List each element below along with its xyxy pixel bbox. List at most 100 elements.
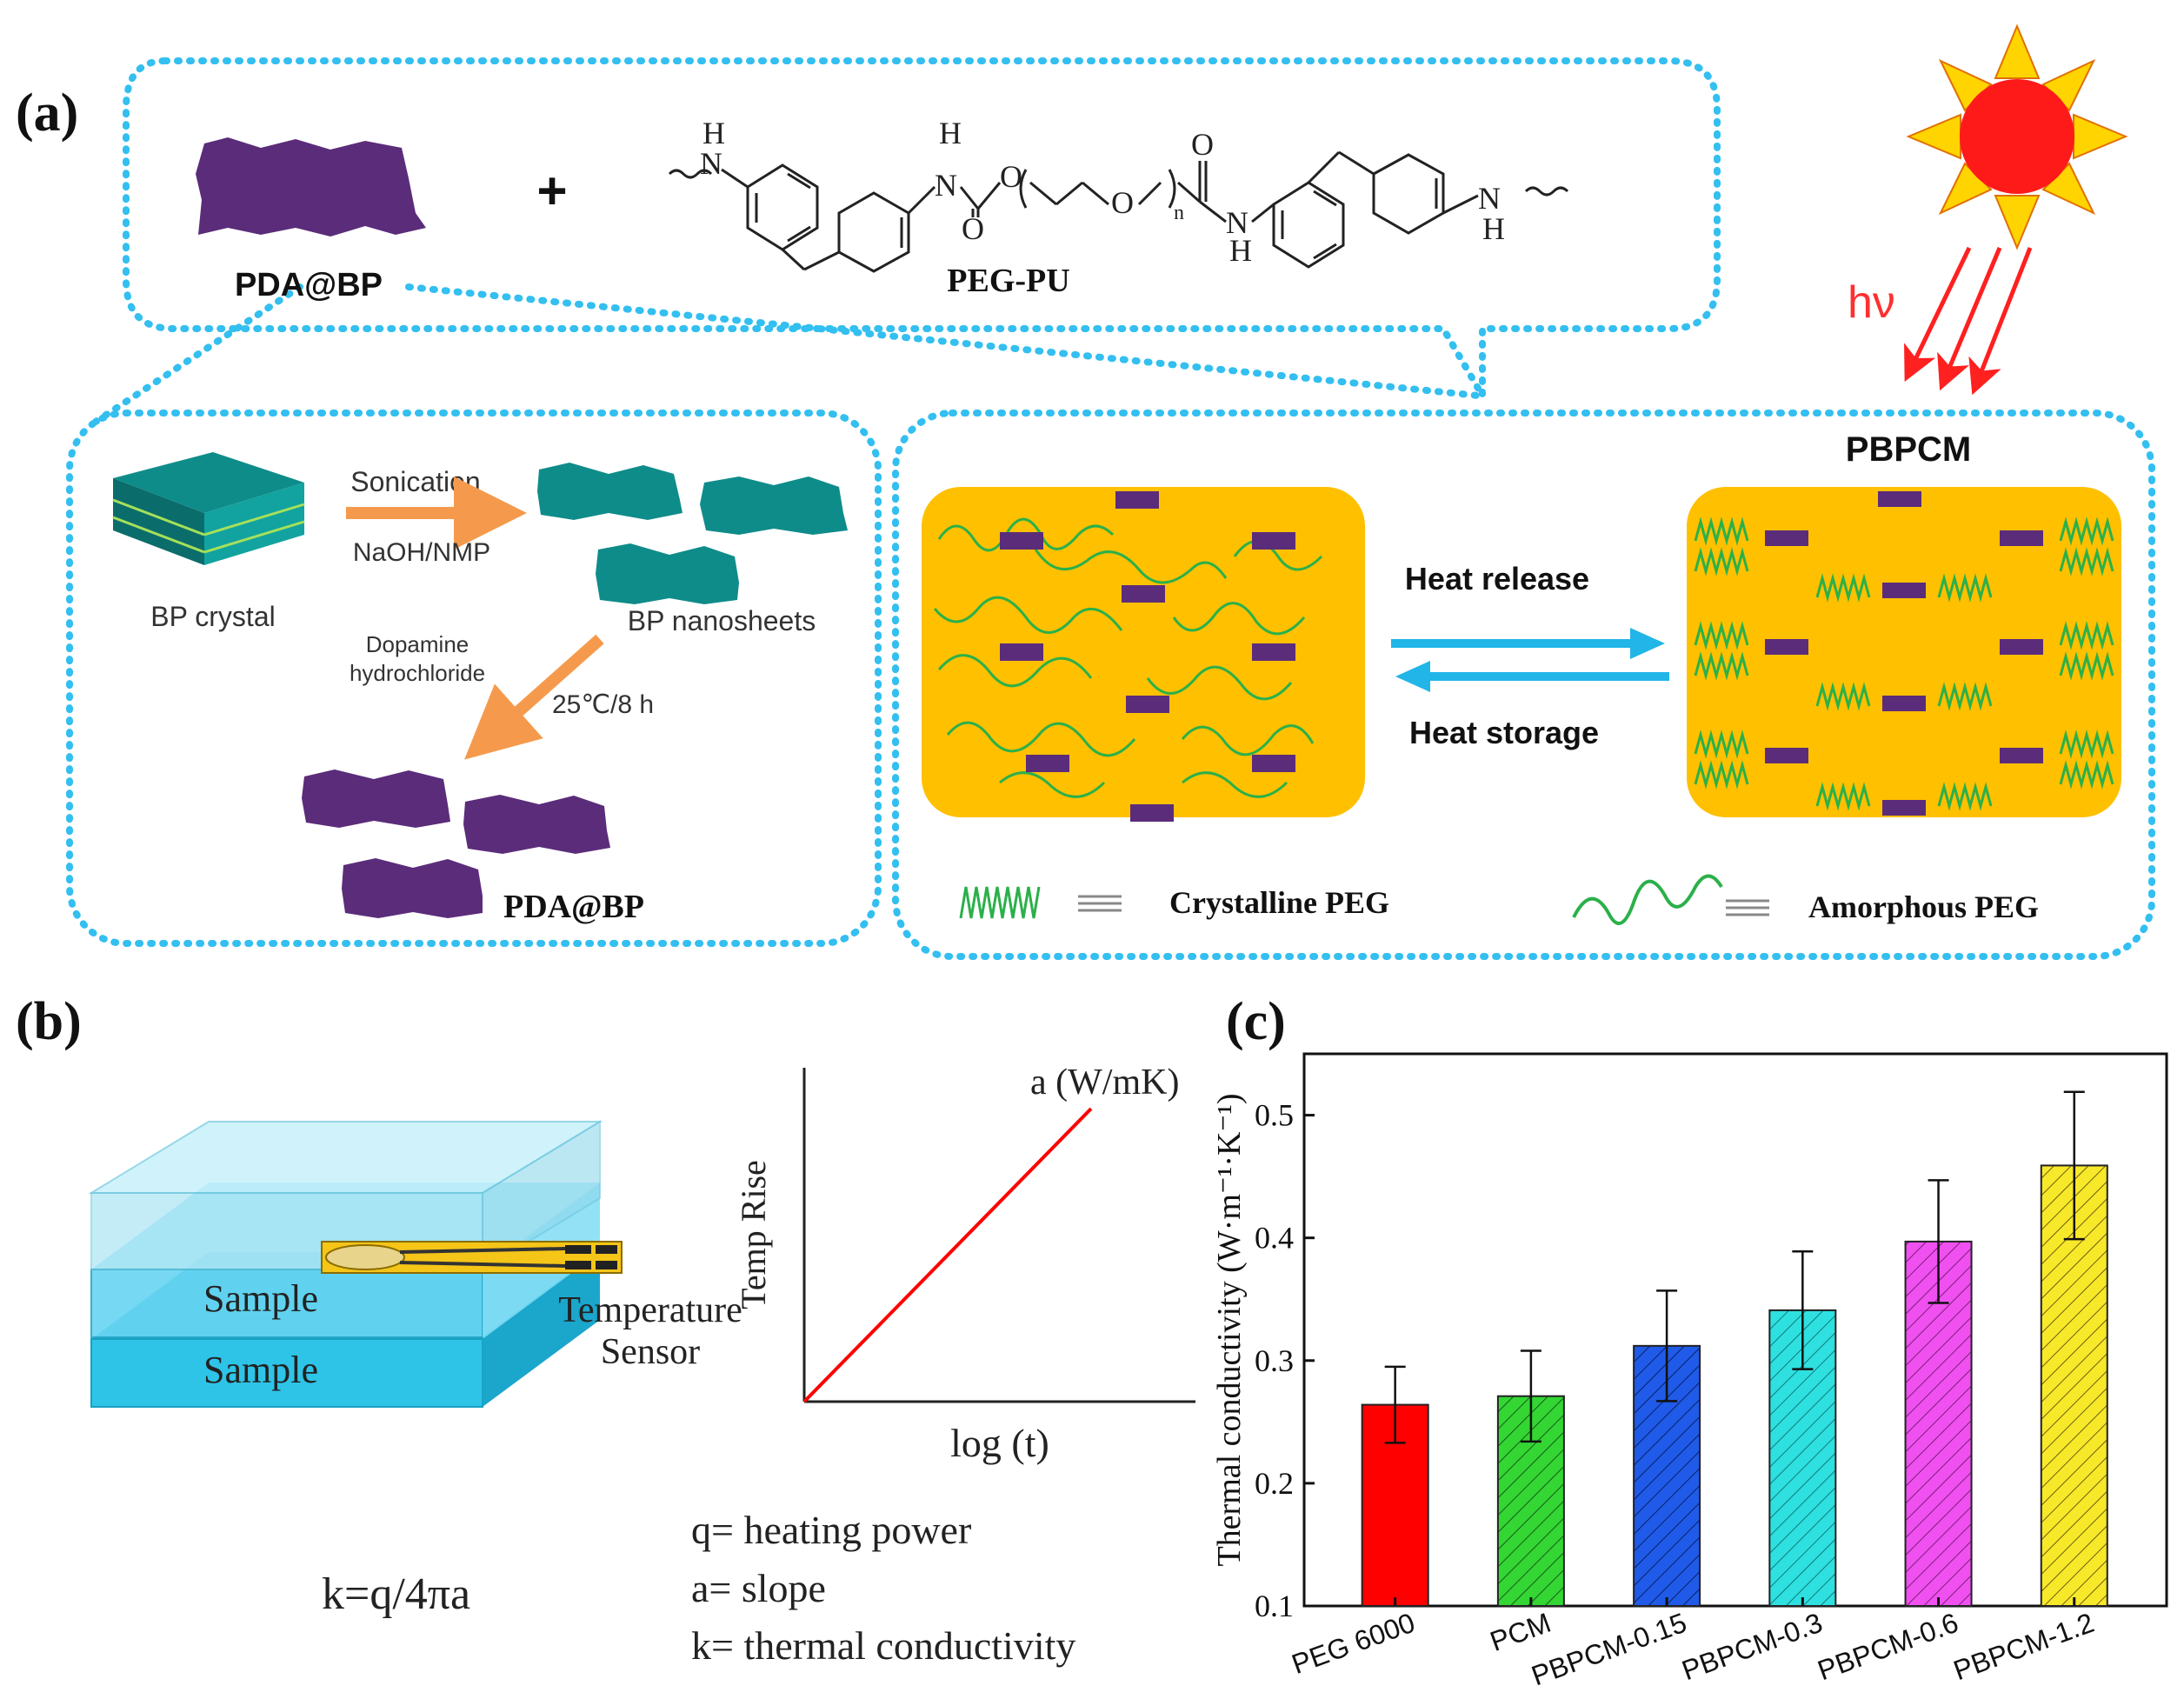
sensor-label-line1: Temperature <box>558 1290 742 1330</box>
pda-bp-sheets-icon <box>302 770 610 918</box>
definition-k: k= thermal conductivity <box>691 1623 1075 1668</box>
error-bar <box>2063 1090 2085 1241</box>
zoom-line-right <box>405 283 1482 399</box>
bp-crystal-label: BP crystal <box>150 601 275 632</box>
zoom-line-left <box>92 283 303 425</box>
error-bar <box>1656 1289 1678 1403</box>
slope-line <box>802 1107 1093 1403</box>
y-tick-label: 0.4 <box>1255 1221 1294 1256</box>
pbpcm-box <box>892 410 2155 960</box>
naoh-nmp-label: NaOH/NMP <box>353 538 490 567</box>
atom-o-3: O <box>1111 185 1134 220</box>
x-category-label: PBPCM-1.2 <box>1949 1607 2098 1687</box>
definition-a: a= slope <box>691 1566 826 1610</box>
pda-bp-synth-label: PDA@BP <box>503 889 644 925</box>
crystalline-nanosheets <box>1765 491 2043 816</box>
benzene-ring-right <box>1272 181 1345 269</box>
heat-release-label: Heat release <box>1405 561 1589 596</box>
dopamine-arrow <box>464 634 604 760</box>
bp-nanosheets-icon <box>537 463 848 604</box>
bp-crystal-icon <box>112 452 305 565</box>
legend-amorphous-swatch <box>1572 874 1723 925</box>
sonication-label: Sonication <box>350 466 480 497</box>
y-tick-label: 0.2 <box>1255 1466 1294 1501</box>
legend-crystalline-swatch <box>959 886 1041 919</box>
temperature-sensor-icon <box>321 1241 623 1274</box>
pbpcm-title: PBPCM <box>1846 430 1971 469</box>
atom-h-2: H <box>939 116 962 150</box>
panel-c-label: (c) <box>1226 992 1286 1051</box>
x-category-label: PCM <box>1486 1607 1555 1657</box>
heat-exchange-arrows <box>1391 628 1669 692</box>
cyclohexadiene-ring-left <box>837 191 910 273</box>
conductivity-equation: k=q/4πa <box>322 1569 470 1619</box>
legend-amorphous-label: Amorphous PEG <box>1808 889 2039 924</box>
heat-storage-label: Heat storage <box>1409 715 1599 750</box>
bp-nanosheets-label: BP nanosheets <box>628 605 816 636</box>
definition-q: q= heating power <box>691 1508 971 1552</box>
atom-n-4: N <box>1478 181 1501 216</box>
condition-label: 25℃/8 h <box>552 690 654 719</box>
error-bar <box>1792 1249 1814 1370</box>
reaction-bubble-outline <box>123 57 1721 409</box>
slope-label: a (W/mK) <box>1030 1063 1179 1103</box>
sun-icon <box>1906 23 2128 250</box>
benzene-ring-left <box>746 163 819 251</box>
pda-bp-label: PDA@BP <box>235 267 383 303</box>
error-bar <box>1520 1349 1541 1443</box>
light-arrows <box>1904 246 2033 396</box>
x-category-label: PBPCM-0.3 <box>1678 1607 1827 1687</box>
panel-a-label: (a) <box>16 83 78 143</box>
wavy-bond-right <box>1524 186 1569 197</box>
cyclohexadiene-ring-right <box>1372 153 1445 235</box>
legend-equals-2 <box>1726 899 1769 916</box>
y-axis-label: Thermal conductivity (W·m⁻¹·K⁻¹) <box>1211 1093 1248 1566</box>
crystalline-lamellae <box>1694 516 2114 811</box>
slope-plot-y-label: Temp Rise <box>734 1160 773 1309</box>
atom-h-3: H <box>1229 233 1252 268</box>
error-bar <box>1384 1365 1406 1444</box>
atom-o-1: O <box>962 211 984 246</box>
y-tick-label: 0.3 <box>1255 1343 1294 1378</box>
error-bar <box>1928 1179 1949 1304</box>
sensor-label-line2: Sensor <box>601 1332 700 1372</box>
sample-stack-illustration <box>88 1120 603 1408</box>
pda-bp-sheet-top <box>196 137 426 237</box>
peg-pu-label: PEG-PU <box>947 263 1069 299</box>
hv-label: hν <box>1848 277 1895 328</box>
hydrochloride-label: hydrochloride <box>350 660 485 686</box>
sample-top-label: Sample <box>203 1277 318 1320</box>
sample-bottom-label: Sample <box>203 1349 318 1391</box>
amorphous-nanosheets <box>1000 491 1295 822</box>
x-category-label: PEG 6000 <box>1288 1607 1419 1680</box>
atom-n-3: N <box>1226 205 1248 240</box>
legend-crystalline-label: Crystalline PEG <box>1169 885 1389 920</box>
x-category-label: PBPCM-0.15 <box>1528 1607 1691 1692</box>
wavy-bond-left <box>668 169 713 179</box>
plus-sign: + <box>536 162 567 220</box>
slope-plot-x-label: log (t) <box>950 1421 1049 1465</box>
amorphous-matrix <box>922 487 1365 817</box>
x-category-label: PBPCM-0.6 <box>1814 1607 1962 1687</box>
atom-o-4: O <box>1191 127 1214 162</box>
legend-equals-1 <box>1078 895 1122 912</box>
y-tick-label: 0.1 <box>1255 1589 1294 1623</box>
amorphous-chains <box>933 517 1323 798</box>
crystalline-matrix <box>1687 487 2121 817</box>
atom-o-2: O <box>1000 159 1022 194</box>
atom-h-1: H <box>702 116 725 150</box>
plot-frame <box>1302 1052 2168 1608</box>
y-tick-label: 0.5 <box>1255 1098 1294 1133</box>
atom-n-1: N <box>700 146 722 181</box>
dopamine-label: Dopamine <box>366 631 469 657</box>
atom-n-2: N <box>935 168 957 203</box>
peg-pu-structure <box>668 150 1569 273</box>
panel-b-label: (b) <box>16 992 82 1051</box>
atom-h-4: H <box>1482 211 1505 246</box>
subscript-n: n <box>1174 202 1184 224</box>
slope-plot <box>802 1068 1195 1403</box>
peg-pu-atoms: H N H N O O O n O N H N H <box>700 116 1505 268</box>
